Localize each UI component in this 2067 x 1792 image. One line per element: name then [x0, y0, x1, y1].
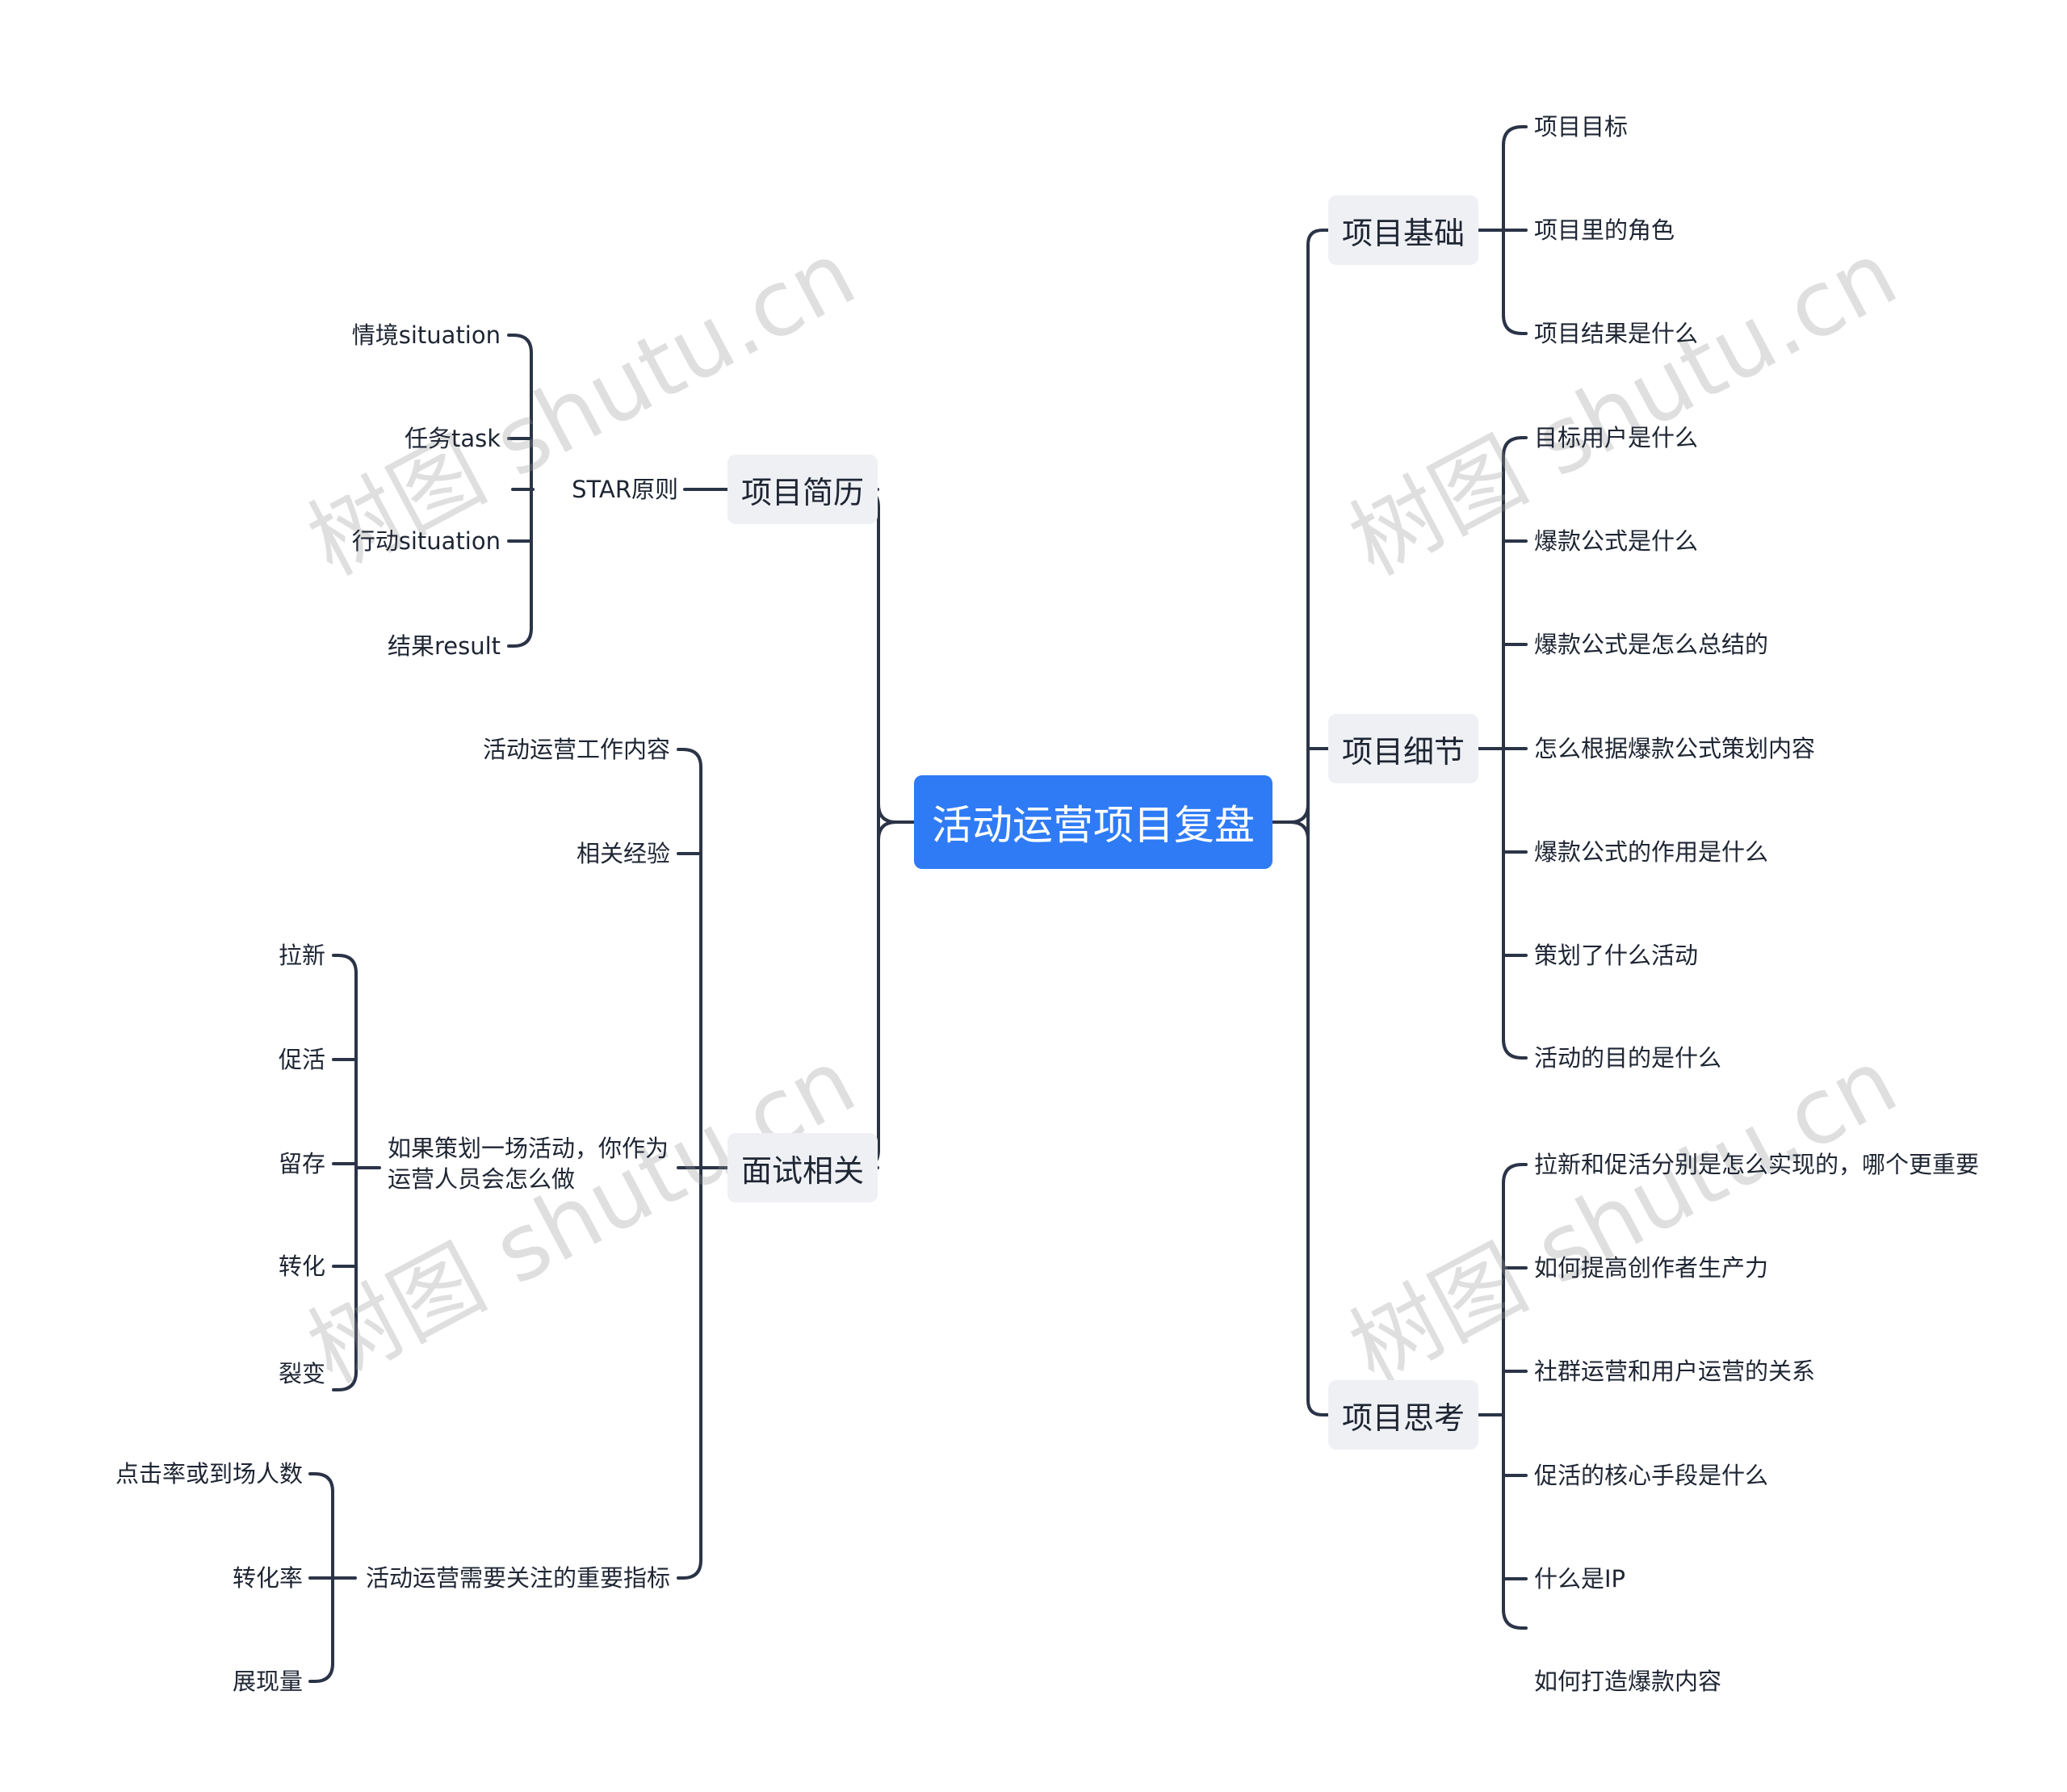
- branch-project-details[interactable]: 项目细节: [1328, 714, 1478, 783]
- leaf-thinking[interactable]: 促活的核心手段是什么: [1534, 1462, 1769, 1489]
- leaf-details[interactable]: 怎么根据爆款公式策划内容: [1534, 735, 1816, 762]
- leaf-plan[interactable]: 留存: [278, 1150, 325, 1177]
- leaf-details[interactable]: 目标用户是什么: [1534, 424, 1699, 451]
- plan-activity-node[interactable]: 如果策划一场活动，你作为运营人员会怎么做: [388, 1135, 669, 1193]
- leaf-star[interactable]: 任务task: [404, 425, 501, 452]
- leaf-details[interactable]: 爆款公式是怎么总结的: [1534, 631, 1769, 658]
- leaf-thinking[interactable]: 如何打造爆款内容: [1534, 1668, 1722, 1695]
- leaf-thinking[interactable]: 拉新和促活分别是怎么实现的，哪个更重要: [1534, 1151, 1980, 1178]
- leaf-star[interactable]: 情境situation: [351, 321, 501, 349]
- leaf-basics[interactable]: 项目目标: [1534, 113, 1629, 141]
- branch-interview[interactable]: 面试相关: [727, 1133, 878, 1202]
- leaf-thinking[interactable]: 社群运营和用户运营的关系: [1534, 1358, 1816, 1385]
- leaf-details[interactable]: 爆款公式的作用是什么: [1534, 838, 1769, 866]
- branch-project-resume[interactable]: 项目简历: [727, 455, 878, 524]
- leaf-plan[interactable]: 转化: [278, 1253, 325, 1280]
- leaf-interview[interactable]: 相关经验: [576, 840, 670, 867]
- branch-project-basics[interactable]: 项目基础: [1328, 195, 1478, 265]
- leaf-details[interactable]: 策划了什么活动: [1534, 942, 1699, 969]
- leaf-thinking[interactable]: 什么是IP: [1534, 1565, 1626, 1593]
- leaf-plan[interactable]: 裂变: [278, 1360, 325, 1387]
- leaf-basics[interactable]: 项目结果是什么: [1534, 320, 1699, 347]
- leaf-interview[interactable]: 活动运营工作内容: [482, 736, 670, 763]
- leaf-metrics[interactable]: 点击率或到场人数: [115, 1460, 303, 1488]
- leaf-details[interactable]: 爆款公式是什么: [1534, 527, 1699, 555]
- leaf-star[interactable]: 行动situation: [351, 527, 501, 555]
- leaf-basics[interactable]: 项目里的角色: [1534, 216, 1675, 244]
- metrics-node[interactable]: 活动运营需要关注的重要指标: [365, 1564, 670, 1592]
- root-node[interactable]: 活动运营项目复盘: [914, 775, 1272, 869]
- star-principle-node[interactable]: STAR原则: [572, 476, 678, 503]
- leaf-metrics[interactable]: 转化率: [232, 1564, 303, 1592]
- leaf-plan[interactable]: 拉新: [278, 942, 325, 969]
- leaf-metrics[interactable]: 展现量: [232, 1668, 303, 1695]
- leaf-thinking[interactable]: 如何提高创作者生产力: [1534, 1254, 1769, 1282]
- branch-project-thinking[interactable]: 项目思考: [1328, 1380, 1478, 1450]
- leaf-details[interactable]: 活动的目的是什么: [1534, 1044, 1722, 1072]
- leaf-star[interactable]: 结果result: [387, 632, 501, 660]
- leaf-plan[interactable]: 促活: [278, 1046, 325, 1073]
